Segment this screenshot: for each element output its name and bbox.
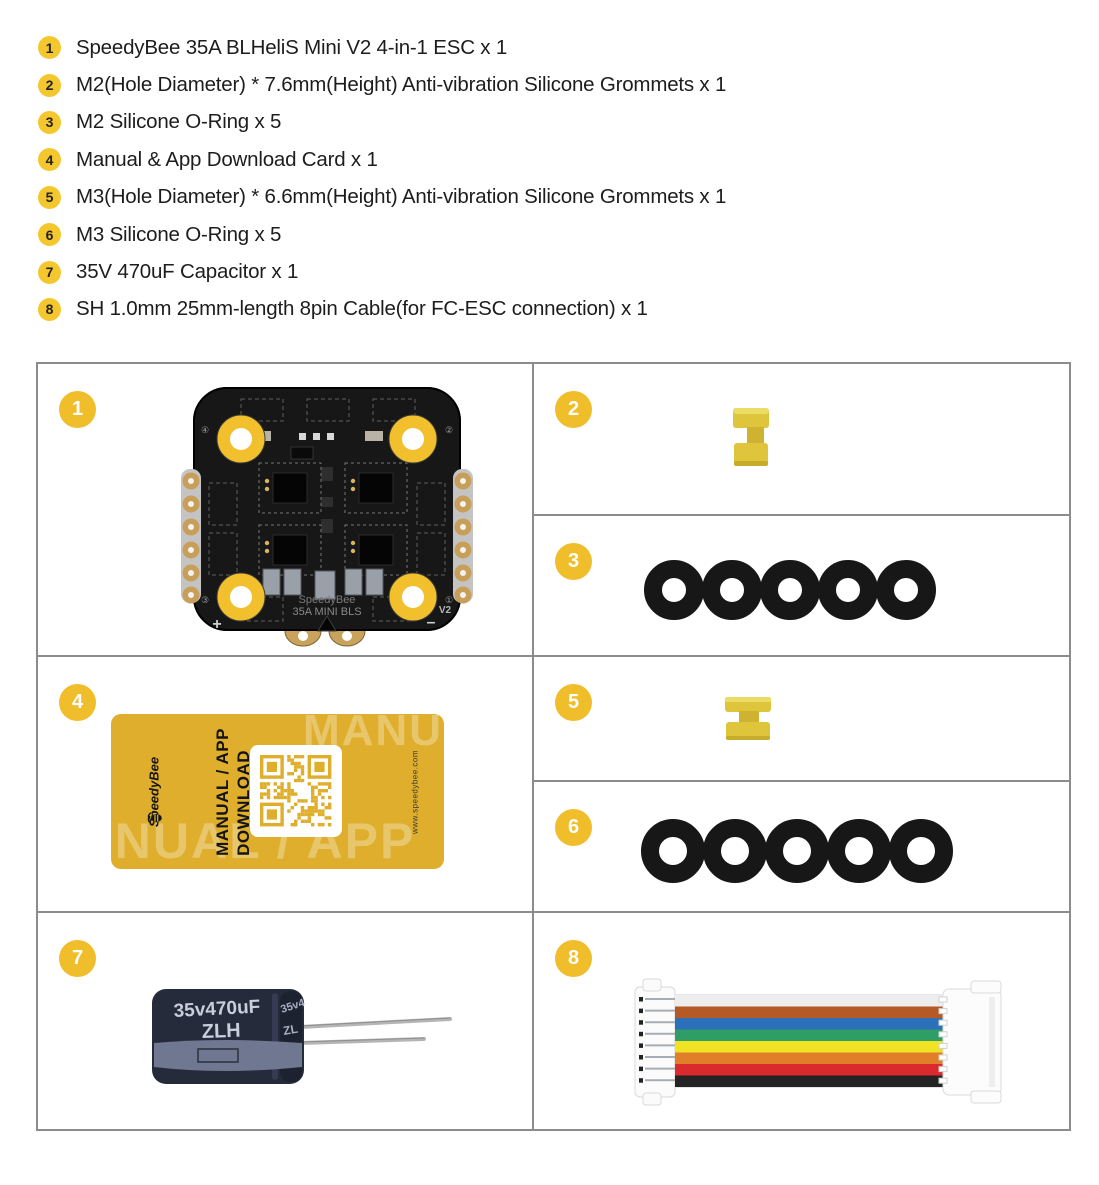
esc-version-text: V2 [439, 605, 452, 616]
grid-cell-orings-m2: 3 [532, 514, 1071, 657]
cable-wire [675, 1041, 943, 1053]
cell-badge: 5 [555, 684, 592, 721]
list-item: 3 M2 Silicone O-Ring x 5 [38, 104, 726, 141]
list-item-badge: 3 [38, 110, 61, 134]
list-item: 2 M2(Hole Diameter) * 7.6mm(Height) Anti… [38, 66, 726, 103]
parts-list: 1 SpeedyBee 35A BLHeliS Mini V2 4-in-1 E… [38, 29, 726, 328]
esc-tab-hole [342, 631, 352, 641]
bee-icon [147, 811, 162, 824]
cable-wire [675, 1075, 943, 1087]
list-item-badge: 2 [38, 73, 61, 97]
cable-wire [675, 1064, 943, 1076]
esc-pad-number: ④ [201, 425, 209, 435]
list-item-badge: 5 [38, 185, 61, 209]
esc-bottom-pads [262, 568, 384, 600]
grid-cell-manual-card: 4 MANUAL / APP MANUAL / APP SpeedyBee MA… [36, 655, 534, 913]
cell-badge: 4 [59, 684, 96, 721]
grid-cell-capacitor: 7 35v470uF ZLH 35v4 ZL [36, 911, 534, 1131]
list-item-label: M2 Silicone O-Ring x 5 [76, 110, 282, 134]
list-item-badge: 7 [38, 260, 61, 284]
esc-pad-number: ③ [201, 595, 209, 605]
list-item: 6 M3 Silicone O-Ring x 5 [38, 216, 726, 253]
esc-pad-number: ① [445, 595, 453, 605]
cable-wire [675, 995, 943, 1007]
esc-model-text: 35A MINI BLS [292, 606, 361, 618]
grid-cell-grommet-m2: 2 [532, 362, 1071, 516]
list-item-badge: 1 [38, 36, 61, 60]
capacitor-wrap-series-text: ZL [282, 1022, 299, 1038]
grommet-m3-image [725, 697, 771, 740]
manual-card: MANUAL / APP MANUAL / APP SpeedyBee MANU… [111, 714, 444, 869]
list-item-label: SpeedyBee 35A BLHeliS Mini V2 4-in-1 ESC… [76, 35, 508, 59]
list-item-label: SH 1.0mm 25mm-length 8pin Cable(for FC-E… [76, 297, 648, 321]
cell-badge: 2 [555, 391, 592, 428]
esc-plus-mark: + [212, 616, 221, 633]
capacitor-body [152, 989, 304, 1084]
oring-set-m2-image [644, 560, 936, 620]
grid-cell-grommet-m3: 5 [532, 655, 1071, 782]
list-item-label: 35V 470uF Capacitor x 1 [76, 260, 299, 284]
esc-board-image: ④ ② ③ ① SpeedyBee 35A MINI BLS V2 + – [181, 387, 473, 647]
list-item-badge: 6 [38, 223, 61, 247]
list-item-badge: 4 [38, 148, 61, 172]
card-title-line1: MANUAL / APP [212, 727, 232, 856]
esc-ic-chips [258, 462, 408, 576]
capacitor-image: 35v470uF ZLH 35v4 ZL [152, 989, 452, 1084]
grommet-m2-image [733, 408, 769, 466]
cable-wire [675, 1052, 943, 1064]
list-item: 4 Manual & App Download Card x 1 [38, 141, 726, 178]
card-url: www.speedybee.com [410, 749, 420, 834]
list-item-badge: 8 [38, 297, 61, 321]
cable-wire [675, 1029, 943, 1041]
list-item-label: M3 Silicone O-Ring x 5 [76, 222, 282, 246]
list-item: 5 M3(Hole Diameter) * 6.6mm(Height) Anti… [38, 179, 726, 216]
list-item: 7 35V 470uF Capacitor x 1 [38, 253, 726, 290]
esc-pad-number: ② [445, 425, 453, 435]
qr-code-svg [260, 755, 332, 827]
list-item-label: M2(Hole Diameter) * 7.6mm(Height) Anti-v… [76, 73, 727, 97]
cell-badge: 8 [555, 940, 592, 977]
cable-left-connector [634, 978, 676, 1106]
cable-right-connector [938, 980, 1002, 1104]
grid-cell-cable: 8 [532, 911, 1071, 1131]
esc-tab-hole [298, 631, 308, 641]
grid-cell-orings-m3: 6 [532, 780, 1071, 913]
cable-wire [675, 1018, 943, 1030]
card-title: MANUAL / APP DOWNLOAD [212, 728, 254, 856]
capacitor-rating-text: 35v470uF [173, 996, 261, 1022]
cell-badge: 7 [59, 940, 96, 977]
cell-badge: 6 [555, 809, 592, 846]
esc-minus-mark: – [427, 614, 436, 631]
list-item-label: M3(Hole Diameter) * 6.6mm(Height) Anti-v… [76, 185, 727, 209]
esc-brand-text: SpeedyBee [299, 594, 356, 606]
list-item: 1 SpeedyBee 35A BLHeliS Mini V2 4-in-1 E… [38, 29, 726, 66]
grid-cell-esc: 1 [36, 362, 534, 657]
esc-arrow-mark [317, 615, 337, 632]
list-item-label: Manual & App Download Card x 1 [76, 147, 378, 171]
esc-edge-pads [181, 469, 473, 604]
cell-badge: 1 [59, 391, 96, 428]
cable-image [634, 978, 1002, 1106]
cell-badge: 3 [555, 543, 592, 580]
qr-code [250, 745, 342, 837]
cable-wire [675, 1006, 943, 1018]
list-item: 8 SH 1.0mm 25mm-length 8pin Cable(for FC… [38, 291, 726, 328]
cable-ribbon [675, 994, 943, 1088]
card-brand-logo: SpeedyBee [147, 756, 162, 826]
esc-mounting-holes [216, 414, 438, 622]
capacitor-series-text: ZLH [201, 1020, 241, 1043]
oring-set-m3-image [641, 819, 953, 883]
capacitor-leads [298, 1017, 452, 1045]
